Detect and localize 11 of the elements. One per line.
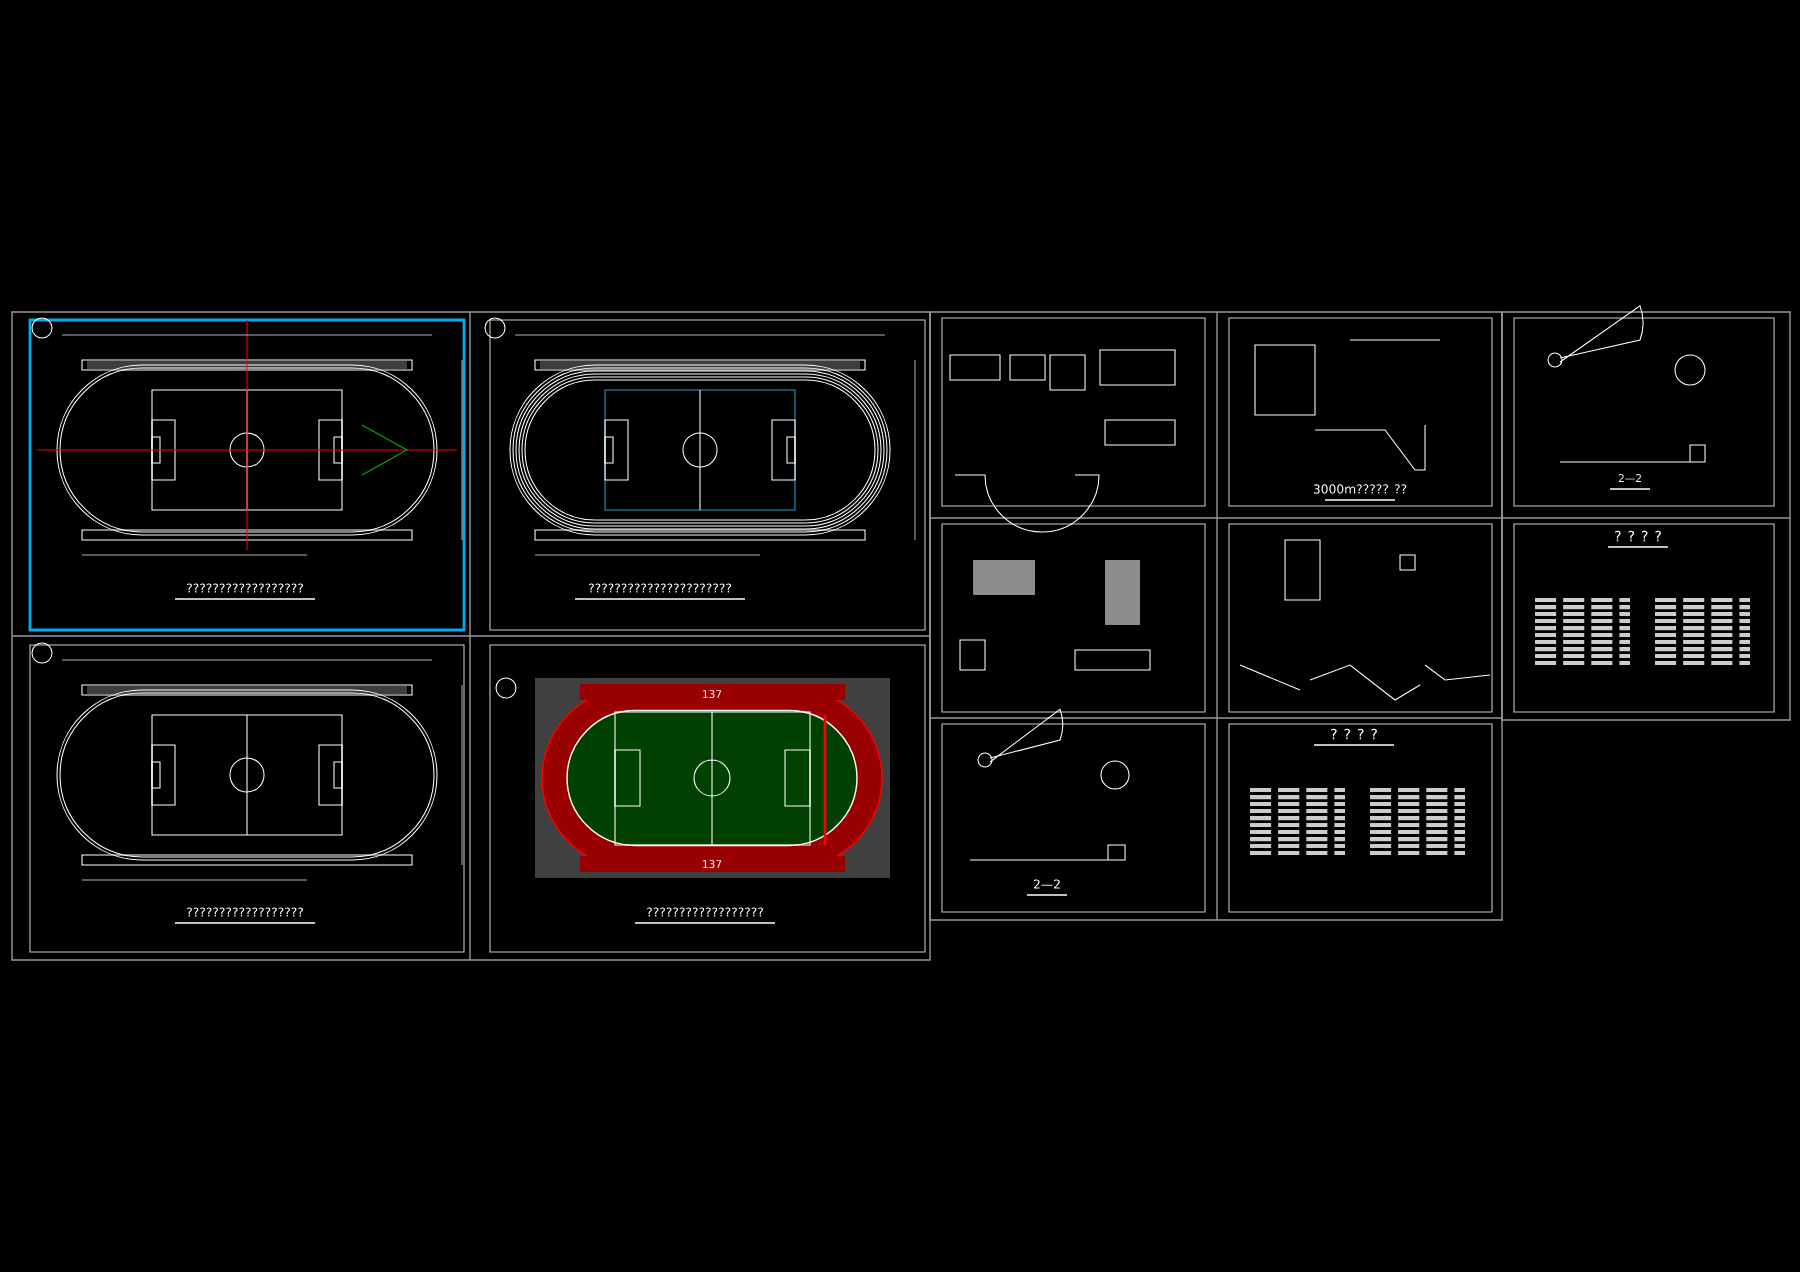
lane-label: 137 bbox=[703, 690, 722, 698]
lane-label: 137 bbox=[703, 860, 722, 868]
sheet-title: ?????????????????? bbox=[634, 907, 776, 924]
sheet-title: ?????????????????? bbox=[174, 907, 316, 924]
sheet-title: 3000m????? ?? bbox=[1313, 484, 1407, 501]
sheet-title: ? ? ? ? bbox=[1313, 728, 1395, 746]
sheet-title: ?????????????????? bbox=[174, 583, 316, 600]
sheet-title: 2—2 bbox=[1026, 879, 1068, 896]
sheet-title: ?????????????????????? bbox=[574, 583, 746, 600]
sheet-title: ? ? ? ? bbox=[1607, 530, 1669, 548]
sheet-title: 2—2 bbox=[1609, 474, 1651, 490]
